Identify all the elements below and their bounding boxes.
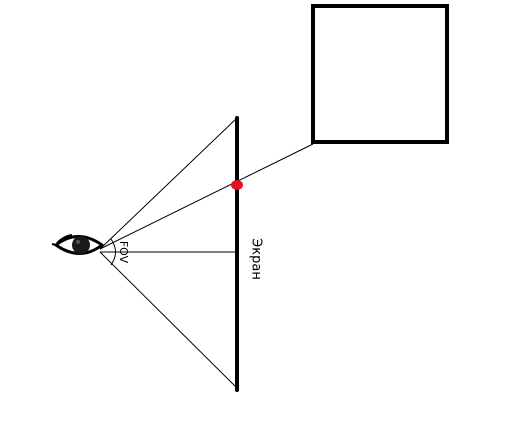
screen-label: Экран — [249, 238, 264, 280]
intersection-point — [231, 180, 243, 190]
fov-label: FOV — [117, 241, 130, 264]
ray-bottom-edge — [99, 251, 238, 389]
object-square — [311, 4, 449, 144]
eye-icon — [51, 234, 104, 255]
fov-arc — [110, 238, 116, 266]
projection-rays — [99, 117, 314, 389]
ray-to-object — [99, 143, 314, 250]
ray-top-edge — [99, 117, 238, 250]
